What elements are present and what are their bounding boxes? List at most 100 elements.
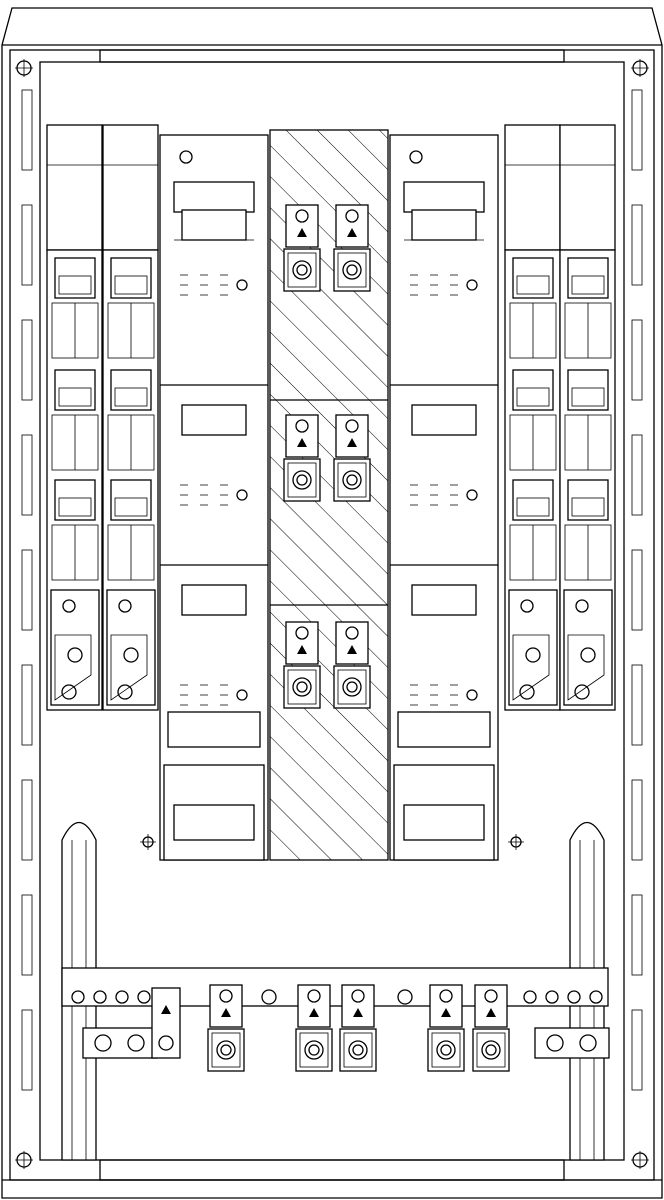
vent-slots [430,684,438,706]
enclosure [1,7,663,1199]
fuse-window [114,387,148,407]
fuse-window [181,584,247,616]
terminal [283,204,321,292]
screw-icon [304,1040,324,1060]
fuse-window [114,275,148,295]
terminal-inner [299,1032,329,1068]
mount-hole-icon [140,834,156,850]
fuse-handle [110,369,152,411]
side-tab-left [21,434,33,516]
side-tab-right [631,664,643,746]
fuse-window [411,404,477,436]
switch-body [159,134,269,861]
vent-slots [180,274,188,296]
screw-icon [580,647,596,663]
screw-icon [216,1040,236,1060]
clamp [54,634,92,701]
terminal [472,984,510,1072]
terminal-inner [337,669,367,705]
vent-slots [200,274,208,296]
switch-handle [173,181,255,213]
switch-handle [403,181,485,213]
screw-icon [118,599,132,613]
indicator-circle [179,150,193,164]
fuse-window [516,387,550,407]
busbar-hole [523,990,537,1004]
screw-icon [520,599,534,613]
screw-head [346,681,358,693]
screw-icon [295,626,309,640]
fuse-window [114,497,148,517]
fuse-handle [110,257,152,299]
switch-disconnectors [159,134,499,861]
crosshair [140,834,156,850]
side-tab-right [631,549,643,631]
side-tab-left [21,204,33,286]
side-tab-right [631,1009,643,1091]
screw-icon [439,989,453,1003]
switch-disconnector [389,134,499,861]
corner-screw-icon [631,59,649,77]
terminal [333,621,371,709]
terminal [427,984,465,1072]
arrow-up-icon [297,438,307,447]
fuse-window [411,209,477,241]
lower-handle [397,711,491,748]
fuse-strip [504,124,561,711]
side-tab-right [631,434,643,516]
crosshair [15,1151,33,1169]
side-tab-left [21,319,33,401]
fuse-strip [102,124,159,711]
screw-icon [579,1034,597,1052]
terminal-inner [287,669,317,705]
side-tabs [21,89,643,1091]
corner-screw-icon [15,59,33,77]
vent-slots [220,484,228,506]
vent-slots [180,484,188,506]
terminal [283,621,321,709]
screw-icon [123,647,139,663]
screw-icon [342,260,362,280]
side-tab-right [631,319,643,401]
fuse-window [571,275,605,295]
crosshair [508,834,524,850]
vent-slots [220,684,228,706]
mount-hole-icon [508,834,524,850]
screw-icon [345,626,359,640]
terminal [333,204,371,292]
arrow-up-icon [297,645,307,654]
arrow-up-icon [161,1005,171,1014]
vent-slots [450,684,458,706]
corner-screw-icon [631,1151,649,1169]
screw-icon [61,684,77,700]
fuse-window [181,404,247,436]
screw-icon [219,989,233,1003]
terminal-inner [337,252,367,288]
lower-handle [167,711,261,748]
side-tab-left [21,779,33,861]
fuse-handle [567,257,609,299]
fuse-handle [110,479,152,521]
screw-icon [292,677,312,697]
fuse-strip [559,124,616,711]
side-tab-left [21,1009,33,1091]
fuse-window [58,387,92,407]
vent-slots [200,484,208,506]
screw-icon [351,989,365,1003]
arrow-up-icon [297,228,307,237]
screw-icon [546,1034,564,1052]
terminal [295,984,333,1072]
fuse-handle [567,479,609,521]
fuse-handle [512,369,554,411]
arrow-up-icon [221,1008,231,1017]
terminal [207,984,245,1072]
switch-body [389,134,499,861]
vent-slots [220,274,228,296]
busbar-hole [137,990,151,1004]
screw-icon [67,647,83,663]
terminal-bottom [283,665,321,709]
screw-icon [127,1034,145,1052]
busbar-hole [545,990,559,1004]
screw-icon [292,470,312,490]
side-tab-left [21,894,33,976]
